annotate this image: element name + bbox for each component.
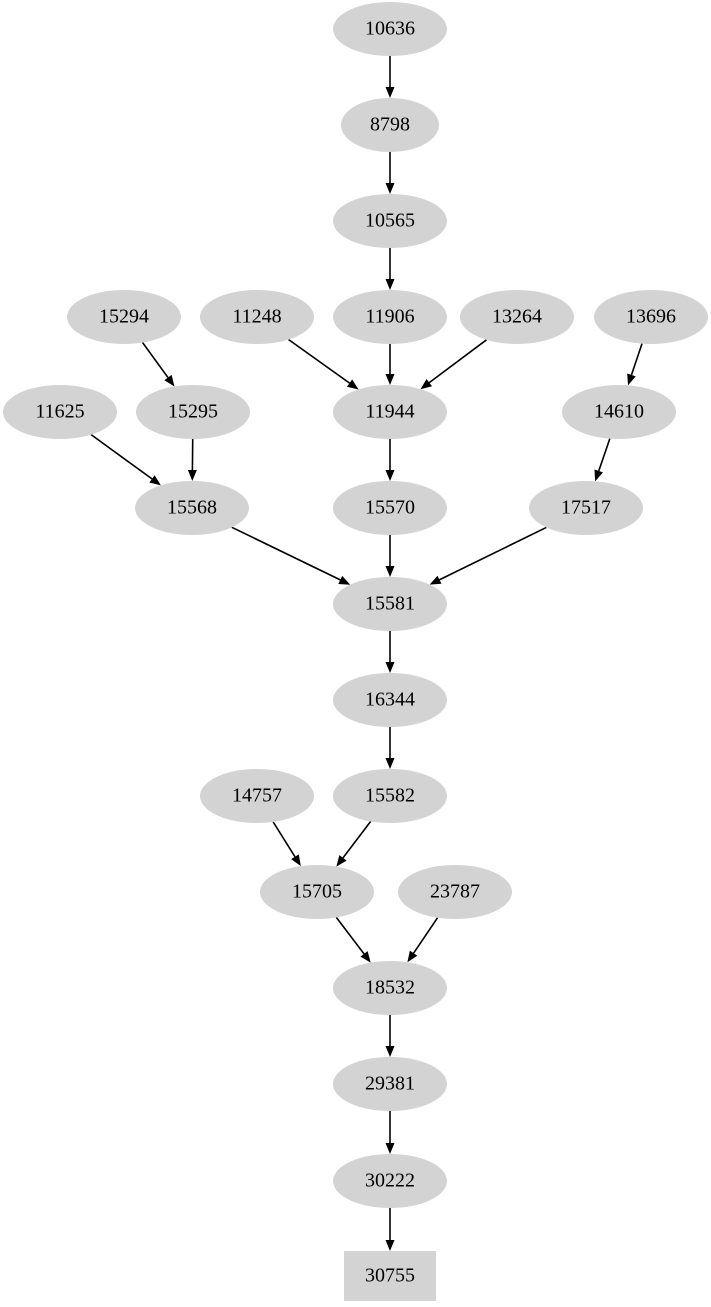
node-ellipse-shape[interactable] [529,481,643,535]
graph-edge [630,343,643,376]
graph-edge-arrowhead [385,1143,395,1154]
graph-node-30755[interactable]: 30755 [344,1251,436,1301]
node-ellipse-shape[interactable] [341,98,439,152]
graph-edge [90,433,153,480]
graph-edge-arrowhead [385,470,395,481]
graph-node-29381[interactable]: 29381 [333,1057,447,1111]
graph-node-11906[interactable]: 11906 [333,290,447,344]
graph-edge-arrowhead [291,854,301,867]
graph-node-15581[interactable]: 15581 [333,577,447,631]
node-ellipse-shape[interactable] [333,481,447,535]
graph-node-15294[interactable]: 15294 [67,290,181,344]
graph-edge-arrowhead [407,950,418,963]
graph-edge-arrowhead [594,469,603,482]
graph-node-13264[interactable]: 13264 [460,290,574,344]
graph-edge-arrowhead [385,279,395,290]
graph-edge-arrowhead [346,379,359,390]
graph-edge [597,438,611,472]
node-ellipse-shape[interactable] [333,1057,447,1111]
edges-layer [90,56,643,1251]
node-ellipse-shape[interactable] [333,290,447,344]
graph-edge-arrowhead [360,951,371,963]
graph-edge-arrowhead [385,374,395,385]
graph-node-13696[interactable]: 13696 [594,290,708,344]
graph-node-17517[interactable]: 17517 [529,481,643,535]
node-ellipse-shape[interactable] [333,2,447,56]
graph-node-15295[interactable]: 15295 [136,385,250,439]
graph-node-23787[interactable]: 23787 [398,865,512,919]
graph-node-16344[interactable]: 16344 [333,673,447,727]
graph-node-14610[interactable]: 14610 [562,385,676,439]
graph-edge [272,821,296,858]
graph-edge-arrowhead [385,183,395,194]
graph-node-10565[interactable]: 10565 [333,194,447,248]
graph-node-30222[interactable]: 30222 [333,1154,447,1208]
graph-node-11625[interactable]: 11625 [3,385,117,439]
graph-edge-arrowhead [338,575,351,585]
node-ellipse-shape[interactable] [333,577,447,631]
node-ellipse-shape[interactable] [135,481,249,535]
graph-edge [231,526,341,581]
node-ellipse-shape[interactable] [562,385,676,439]
node-ellipse-shape[interactable] [594,290,708,344]
graph-edge-arrowhead [187,469,197,481]
graph-node-15570[interactable]: 15570 [333,481,447,535]
graph-edge-arrowhead [420,379,432,390]
node-ellipse-shape[interactable] [333,961,447,1015]
graph-edge [412,917,439,954]
graph-node-15568[interactable]: 15568 [135,481,249,535]
graph-node-18532[interactable]: 18532 [333,961,447,1015]
node-ellipse-shape[interactable] [200,769,314,823]
graph-edge-arrowhead [385,662,395,673]
graph-node-15705[interactable]: 15705 [260,865,374,919]
graph-edge-arrowhead [385,758,395,769]
graph-edge [439,526,547,581]
graph-node-8798[interactable]: 8798 [341,98,439,152]
graph-edge-arrowhead [627,373,636,386]
graph-node-10636[interactable]: 10636 [333,2,447,56]
graph-edge [335,916,365,955]
node-ellipse-shape[interactable] [3,385,117,439]
graph-edge-arrowhead [385,566,395,577]
graph-edge-arrowhead [429,575,442,585]
graph-edge-arrowhead [385,1046,395,1057]
graph-edge [428,339,487,384]
graph-edge [141,342,169,379]
graph-edge [288,338,351,384]
node-ellipse-shape[interactable] [333,385,447,439]
node-ellipse-shape[interactable] [333,1154,447,1208]
graph-edge-arrowhead [149,475,161,486]
node-ellipse-shape[interactable] [333,673,447,727]
graph-edge-arrowhead [385,1240,395,1251]
node-ellipse-shape[interactable] [136,385,250,439]
node-ellipse-shape[interactable] [460,290,574,344]
node-ellipse-shape[interactable] [260,865,374,919]
graph-node-14757[interactable]: 14757 [200,769,314,823]
node-ellipse-shape[interactable] [398,865,512,919]
graph-edge [342,820,372,859]
node-ellipse-shape[interactable] [200,290,314,344]
graph-edge-arrowhead [385,87,395,98]
node-rect-shape[interactable] [344,1251,436,1301]
node-ellipse-shape[interactable] [333,194,447,248]
graph-edge-arrowhead [336,855,347,867]
graph-node-11248[interactable]: 11248 [200,290,314,344]
node-ellipse-shape[interactable] [67,290,181,344]
node-ellipse-shape[interactable] [333,769,447,823]
graph-node-11944[interactable]: 11944 [333,385,447,439]
graph-node-15582[interactable]: 15582 [333,769,447,823]
graph-edge-arrowhead [164,374,175,387]
